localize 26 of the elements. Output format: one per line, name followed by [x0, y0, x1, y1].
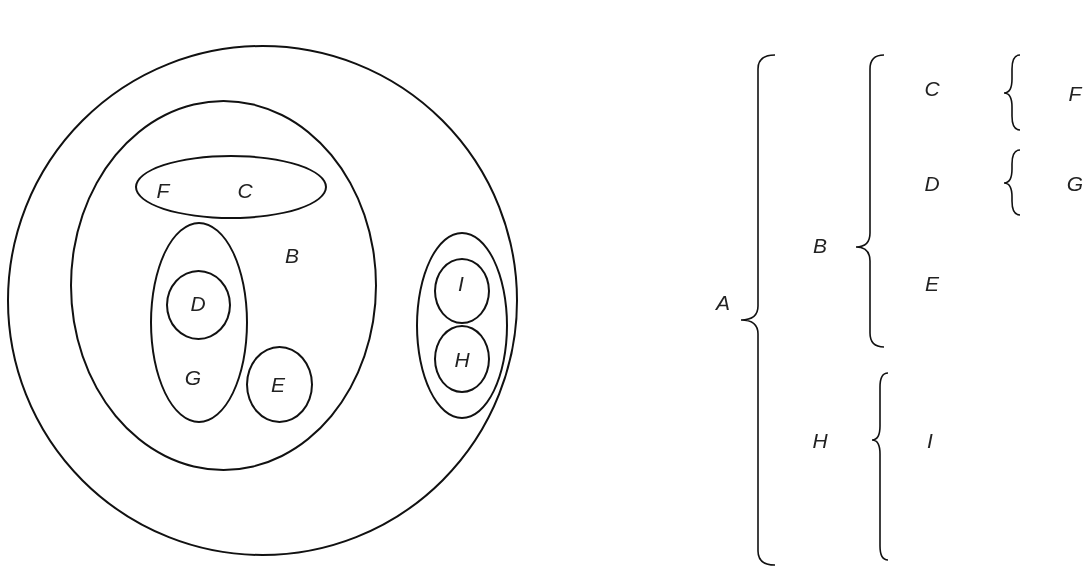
letter-label: F: [1068, 82, 1082, 104]
letter-label: I: [927, 429, 933, 451]
letter-label: G: [1066, 172, 1084, 194]
ellipse-region: [70, 100, 377, 471]
ellipse-region: [166, 270, 231, 340]
letter-label: B: [813, 234, 827, 256]
ellipse-region: [434, 258, 490, 324]
circle-region: [7, 45, 518, 556]
letter-label: I: [458, 272, 464, 294]
letter-label: B: [285, 244, 299, 266]
ellipse-region: [135, 155, 327, 219]
ellipse-region: [246, 346, 313, 423]
ellipse-region: [150, 222, 248, 423]
letter-label: C: [924, 77, 940, 99]
letter-label: H: [454, 348, 470, 370]
letter-label: H: [812, 429, 828, 451]
letter-label: D: [924, 172, 940, 194]
letter-label: D: [190, 292, 206, 314]
letter-label: E: [925, 272, 939, 294]
letter-label: E: [271, 373, 285, 395]
letter-label: G: [184, 366, 202, 388]
letter-label: F: [156, 179, 170, 201]
letter-label: A: [716, 291, 730, 313]
ellipse-region: [434, 325, 490, 393]
ellipse-region: [416, 232, 508, 419]
letter-label: C: [237, 179, 253, 201]
